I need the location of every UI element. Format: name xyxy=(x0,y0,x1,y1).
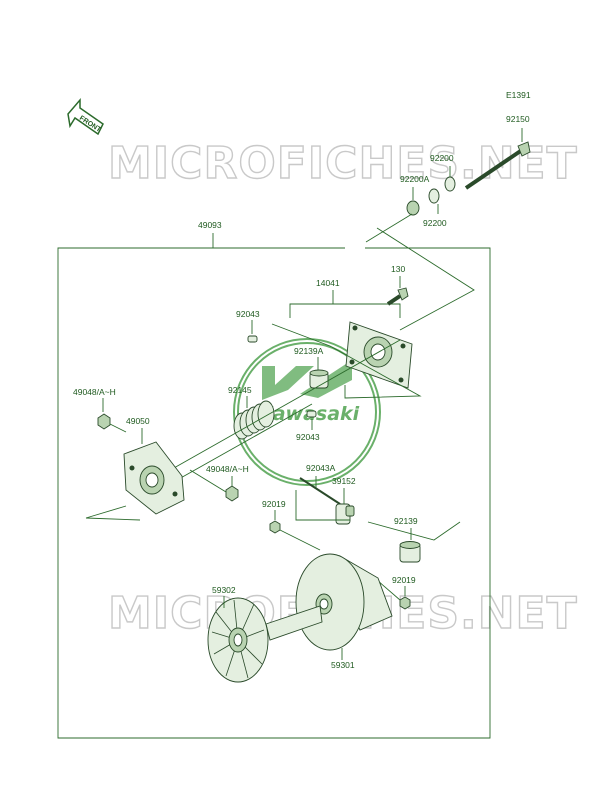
spring-92145 xyxy=(233,400,275,440)
bolt-130 xyxy=(386,287,409,306)
pin-92043-mid xyxy=(306,410,317,418)
pin-92043A xyxy=(299,477,341,505)
pin-92043-top xyxy=(247,335,258,343)
label-92043-mid: 92043 xyxy=(296,432,320,442)
label-130: 130 xyxy=(391,264,405,274)
diagram-code: E1391 xyxy=(506,90,531,100)
label-92200-top: 92200 xyxy=(430,153,454,163)
washer-92200-top xyxy=(444,176,456,192)
label-49048-top: 49048/A~H xyxy=(73,387,116,397)
label-59301: 59301 xyxy=(331,660,355,670)
label-92019-left: 92019 xyxy=(262,499,286,509)
watermark-top: MICROFICHES.NET xyxy=(108,138,578,189)
label-92019-right: 92019 xyxy=(392,575,416,585)
bushing-92139 xyxy=(399,541,421,563)
label-14041: 14041 xyxy=(316,278,340,288)
label-92200A: 92200A xyxy=(400,174,430,184)
assembly-frame xyxy=(57,247,491,739)
label-92043A: 92043A xyxy=(306,463,336,473)
bushing-92139A xyxy=(309,369,329,389)
label-92145: 92145 xyxy=(228,385,252,395)
label-49093: 49093 xyxy=(198,220,222,230)
nut-92019-right xyxy=(399,596,411,610)
label-49048-mid: 49048/A~H xyxy=(206,464,249,474)
slider-39152 xyxy=(335,503,355,525)
label-92150: 92150 xyxy=(506,114,530,124)
nut-49048-mid xyxy=(225,485,239,502)
nut-92200A xyxy=(406,200,420,216)
nut-49048-top xyxy=(97,413,111,430)
label-92200-bottom: 92200 xyxy=(423,218,447,228)
sheave-59301 xyxy=(295,553,393,651)
nut-92019-left xyxy=(269,520,281,534)
cover-14041 xyxy=(345,321,413,389)
label-59302: 59302 xyxy=(212,585,236,595)
front-arrow-icon: FRONT xyxy=(67,97,104,136)
label-39152: 39152 xyxy=(332,476,356,486)
label-92139: 92139 xyxy=(394,516,418,526)
label-92043-top: 92043 xyxy=(236,309,260,319)
label-92139A: 92139A xyxy=(294,346,324,356)
weight-49050 xyxy=(123,441,185,515)
sheave-59302 xyxy=(207,597,323,683)
bolt-92150 xyxy=(464,141,531,190)
label-49050: 49050 xyxy=(126,416,150,426)
washer-92200-bottom xyxy=(428,188,440,204)
kawasaki-logo: Kawasaki xyxy=(233,338,381,486)
